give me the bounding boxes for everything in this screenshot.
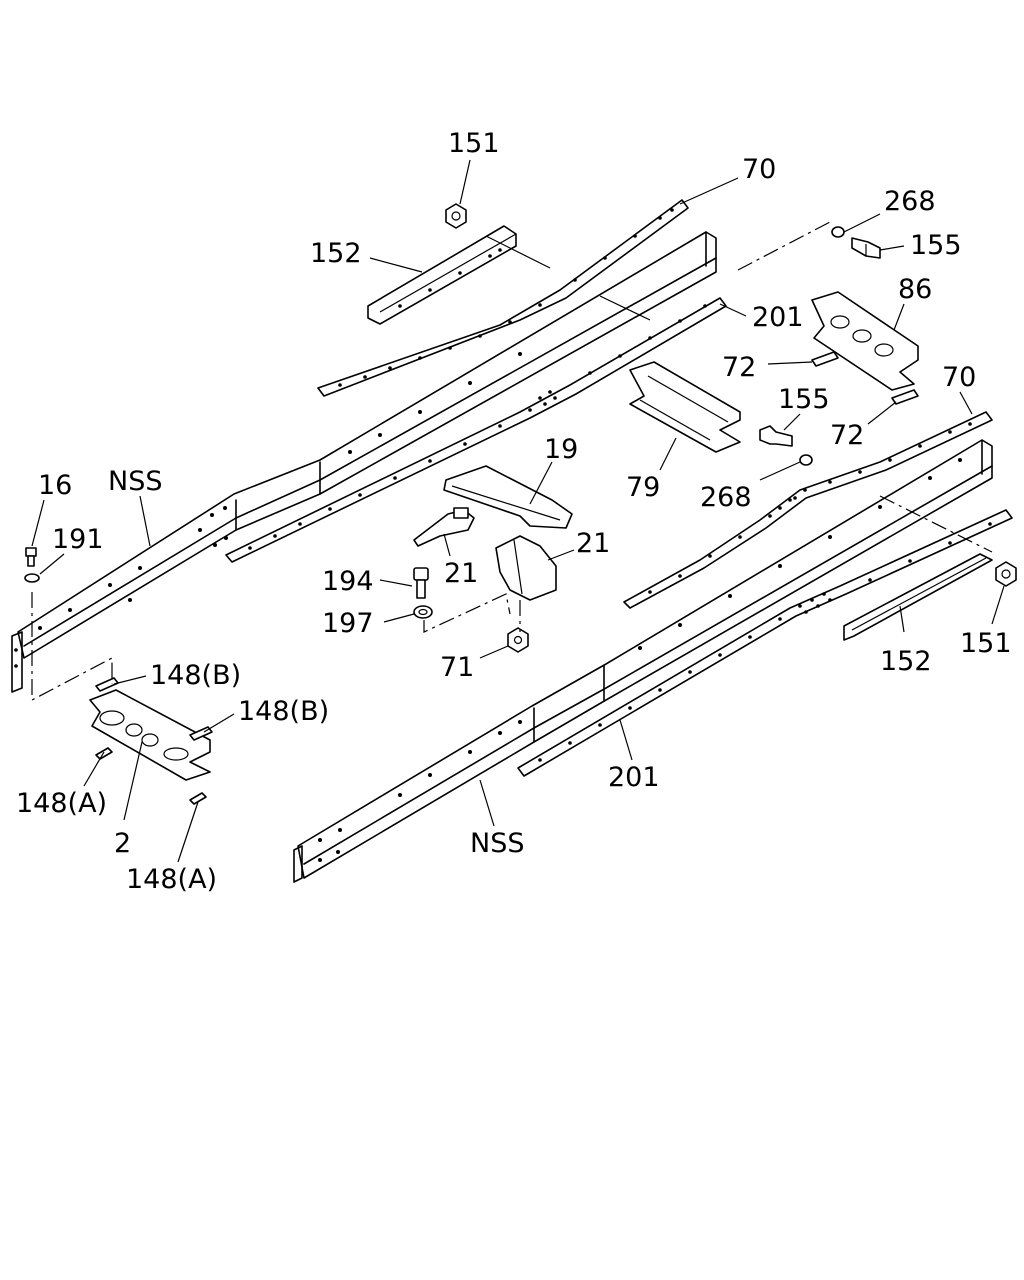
label-152-lower: 152 [880, 646, 932, 677]
label-201-upper: 201 [752, 302, 804, 333]
label-148a-1: 148(A) [16, 788, 107, 819]
label-151-upper: 151 [448, 128, 500, 159]
label-nss-lower: NSS [470, 828, 524, 859]
label-21-right: 21 [576, 528, 610, 559]
shim-148a-2 [189, 792, 207, 805]
side-rail-lower [293, 439, 993, 883]
label-148b-2: 148(B) [238, 696, 329, 727]
crossmember-79 [629, 361, 741, 453]
crossmember-19 [443, 465, 573, 529]
label-197: 197 [322, 608, 374, 639]
label-268-upper: 268 [884, 186, 936, 217]
bracket-21-left [413, 507, 475, 547]
label-19: 19 [544, 434, 578, 465]
label-72-lower: 72 [830, 420, 864, 451]
bracket-86 [811, 291, 919, 391]
bolt-155-lower [759, 425, 793, 447]
label-155-lower: 155 [778, 384, 830, 415]
nut-151-lower [995, 561, 1017, 587]
crossmember-2 [89, 689, 211, 781]
label-152-upper: 152 [310, 238, 362, 269]
label-21-left: 21 [444, 558, 478, 589]
bolt-155-upper [851, 237, 881, 259]
leader-lines [31, 159, 1005, 863]
label-nss-upper: NSS [108, 466, 162, 497]
label-2: 2 [114, 828, 131, 859]
reinforcement-70-upper [317, 199, 689, 397]
label-70-upper: 70 [742, 154, 776, 185]
inner-rail-201-lower [517, 509, 1013, 777]
callout-labels: 151 70 268 152 155 86 201 72 70 155 72 1… [16, 128, 1012, 895]
reinforcement-70-lower [623, 411, 993, 609]
label-71: 71 [440, 652, 474, 683]
gusset-152-upper [367, 225, 517, 325]
centerlines [31, 221, 993, 701]
shim-72-upper [811, 351, 839, 367]
shim-148b-1 [95, 677, 119, 692]
label-155-upper: 155 [910, 230, 962, 261]
label-148a-2: 148(A) [126, 864, 217, 895]
label-79: 79 [626, 472, 660, 503]
nut-151-upper [445, 203, 467, 229]
shim-148a-1 [95, 747, 113, 760]
label-70-lower: 70 [942, 362, 976, 393]
label-191: 191 [52, 524, 104, 555]
side-rail-upper [11, 231, 717, 693]
gusset-152-lower [843, 553, 993, 641]
label-268-lower: 268 [700, 482, 752, 513]
label-72-upper: 72 [722, 352, 756, 383]
label-16: 16 [38, 470, 72, 501]
washer-268-lower [799, 454, 813, 466]
label-151-lower: 151 [960, 628, 1012, 659]
label-86: 86 [898, 274, 932, 305]
bolt-16 [25, 547, 37, 567]
label-194: 194 [322, 566, 374, 597]
bolt-194 [413, 567, 429, 599]
shim-72-lower [891, 389, 919, 405]
inner-rail-201-upper [225, 297, 727, 563]
label-201-lower: 201 [608, 762, 660, 793]
bracket-21-right [495, 535, 557, 601]
label-148b-1: 148(B) [150, 660, 241, 691]
washer-268-upper [831, 226, 845, 238]
washer-197 [413, 605, 433, 619]
washer-191 [24, 573, 40, 583]
nut-71 [507, 627, 529, 653]
